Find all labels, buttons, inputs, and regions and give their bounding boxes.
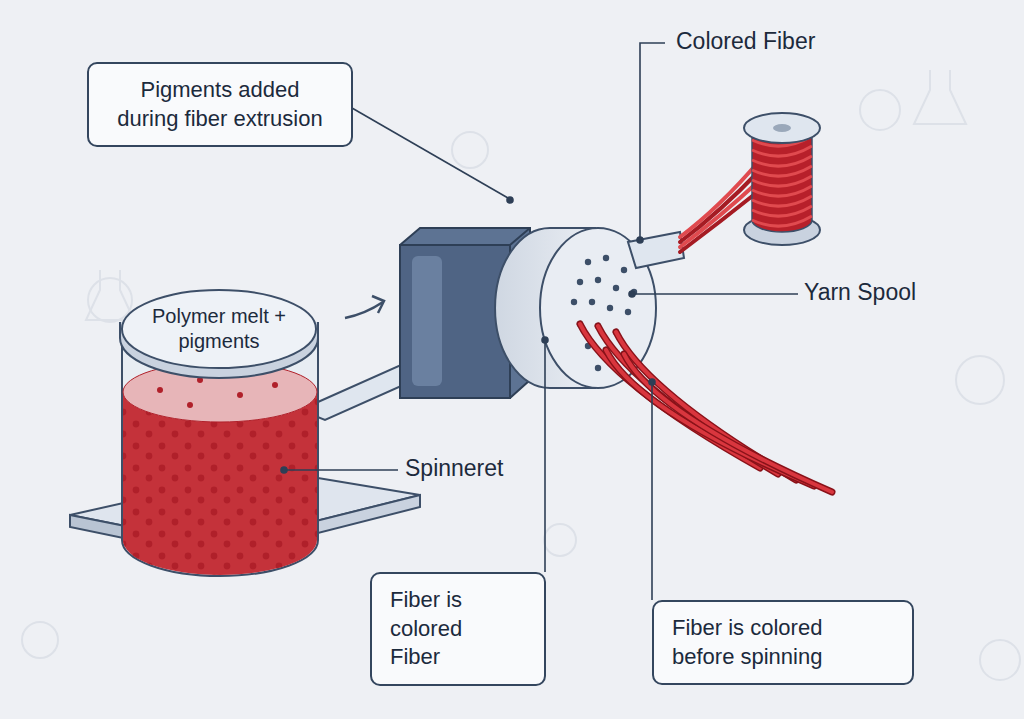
node-text: Pigments added during fiber extrusion — [107, 76, 333, 133]
node-text: Polymer melt + pigments — [137, 304, 302, 354]
callout-box: Fiber is colored Fiber — [370, 572, 546, 686]
beaker-lid: Polymer melt + pigments — [120, 288, 318, 370]
lid-ellipse — [120, 288, 318, 370]
node-text: Fiber is colored Fiber — [390, 586, 502, 672]
callout-box: Fiber is colored before spinning — [652, 600, 914, 685]
part-label: Yarn Spool — [801, 279, 919, 306]
callout-box: Pigments added during fiber extrusion — [87, 62, 353, 147]
node-text: Fiber is colored before spinning — [672, 614, 877, 671]
part-label: Colored Fiber — [673, 28, 818, 55]
part-label: Spinneret — [402, 455, 506, 482]
